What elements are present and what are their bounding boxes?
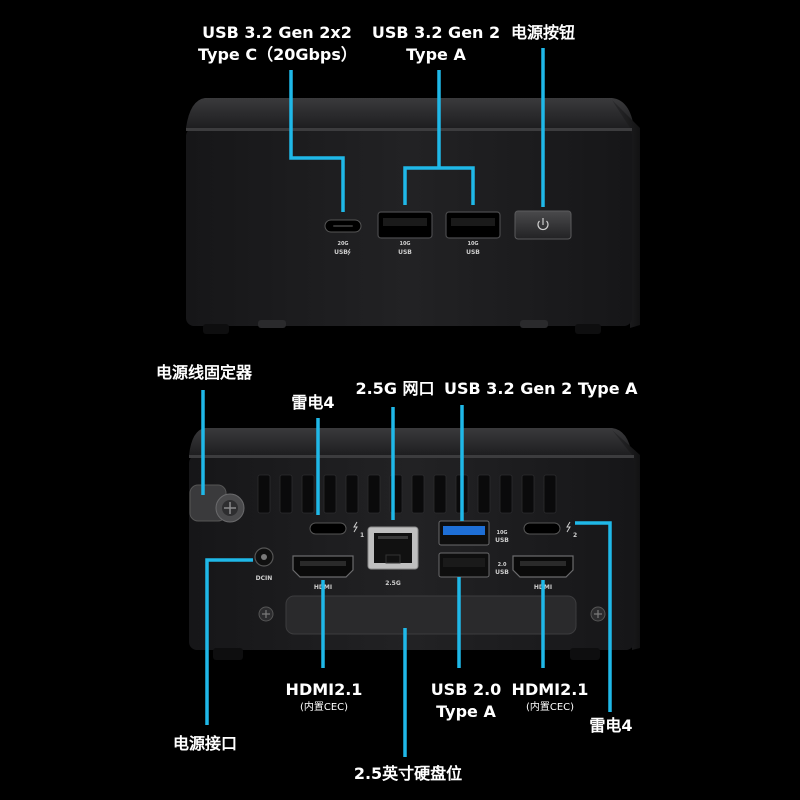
front-usb-a1-print-speed: 10G (399, 241, 410, 247)
dcin-print: DCIN (256, 575, 273, 582)
front-usb-c-callout-label: USB 3.2 Gen 2x2 Type C（20Gbps） (198, 22, 357, 66)
usb10g-print-usb: USB (495, 537, 509, 544)
power-icon (537, 220, 549, 231)
front-usb-a2-print-usb: USB (466, 249, 480, 256)
thunderbolt-left-callout-label: 雷电4 (291, 393, 335, 412)
usb10g-print-speed: 10G (496, 530, 507, 536)
front-callout-lines (289, 48, 545, 212)
front-usb-c-port (324, 219, 362, 233)
usb2-print-usb: USB (495, 569, 509, 576)
hdmi-left-callout-label: HDMI2.1 (内置CEC) (278, 679, 370, 715)
rear-ethernet-port (367, 526, 419, 570)
tb-left-print: 1 (360, 532, 364, 539)
usb20-callout-label: USB 2.0 Type A (420, 679, 512, 723)
usb2-print-version: 2.0 (498, 562, 507, 568)
front-usb-a-label-line1: USB 3.2 Gen 2 (371, 23, 501, 42)
power-button-callout-label: 电源按钮 (510, 23, 575, 42)
rear-hdmi-port-1 (292, 555, 354, 578)
power-jack-callout-label: 电源接口 (172, 734, 237, 753)
thunderbolt-right-callout-label: 雷电4 (589, 716, 633, 735)
hdmi-right-label-line2: (内置CEC) (525, 702, 575, 713)
hdmi-left-label-line1: HDMI2.1 (285, 680, 363, 699)
thunderbolt-icon (353, 521, 358, 533)
tb-right-print: 2 (573, 532, 577, 539)
power-cord-retainer (189, 484, 245, 523)
hdmi-right-callout-label: HDMI2.1 (内置CEC) (504, 679, 596, 715)
front-usb-c-label-line1: USB 3.2 Gen 2x2 (202, 23, 352, 42)
rear-thunderbolt-port-1 (309, 522, 347, 535)
rear-thunderbolt-port-2 (523, 522, 561, 535)
front-usb-a-port-2 (445, 211, 501, 239)
usb20-label-line1: USB 2.0 (430, 680, 502, 699)
hdmi-left-label-line2: (内置CEC) (299, 702, 349, 713)
rear-usb-a-gen2-port (438, 520, 490, 546)
front-usb-a-port-1 (377, 211, 433, 239)
thunderbolt-icon (566, 521, 571, 533)
rear-drive-bay-cover (258, 595, 606, 635)
hdmi-right-label-line1: HDMI2.1 (511, 680, 589, 699)
front-usb-c-print-speed: 20G (337, 241, 348, 247)
front-usb-a-callout-label: USB 3.2 Gen 2 Type A (370, 22, 502, 66)
rear-hdmi-port-2 (512, 555, 574, 578)
front-usb-c-bolt-icon (347, 248, 351, 256)
usb-gen2-callout-label: USB 3.2 Gen 2 Type A (444, 379, 638, 398)
lan-callout-label: 2.5G 网口 (355, 379, 435, 398)
front-usb-c-print-usb: USB (334, 249, 348, 256)
cord-retainer-callout-label: 电源线固定器 (155, 363, 252, 382)
front-usb-a-label-line2: Type A (406, 45, 466, 64)
rear-dc-in-jack (254, 547, 274, 567)
front-usb-a2-print-speed: 10G (467, 241, 478, 247)
front-usb-a1-print-usb: USB (398, 249, 412, 256)
drive-bay-callout-label: 2.5英寸硬盘位 (353, 764, 463, 783)
front-usb-c-label-line2: Type C（20Gbps） (198, 45, 357, 64)
rear-callout-lines (201, 390, 612, 757)
rear-vent-grille (257, 474, 557, 514)
rear-usb-a-2-port (438, 552, 490, 578)
lan-print: 2.5G (385, 580, 401, 587)
front-power-button (514, 210, 572, 240)
usb20-label-line2: Type A (436, 702, 496, 721)
